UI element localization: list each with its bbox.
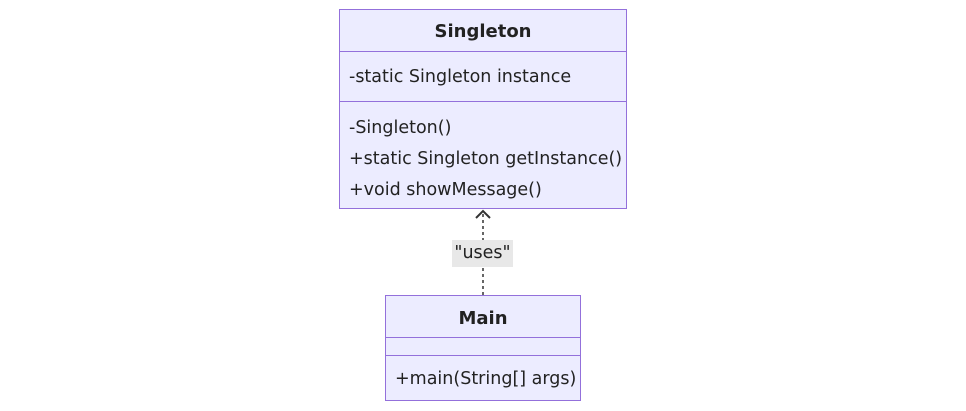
class-singleton-method: +static Singleton getInstance() [349,149,623,169]
class-singleton-method: +void showMessage() [349,180,542,200]
class-singleton-attributes: -static Singleton instance [340,52,626,102]
class-singleton-method: -Singleton() [349,118,452,138]
class-singleton-name: Singleton [340,10,626,52]
class-main-name: Main [386,296,580,338]
dependency-arrowhead [475,209,491,219]
relation-label: "uses" [452,240,513,267]
class-singleton[interactable]: Singleton -static Singleton instance -Si… [339,9,627,209]
class-main-attributes [386,338,580,356]
class-singleton-methods: -Singleton() +static Singleton getInstan… [340,102,626,206]
class-main-methods: +main(String[] args) [386,356,580,394]
class-singleton-attribute: -static Singleton instance [349,67,572,87]
class-main[interactable]: Main +main(String[] args) [385,295,581,401]
class-main-method: +main(String[] args) [395,369,577,389]
